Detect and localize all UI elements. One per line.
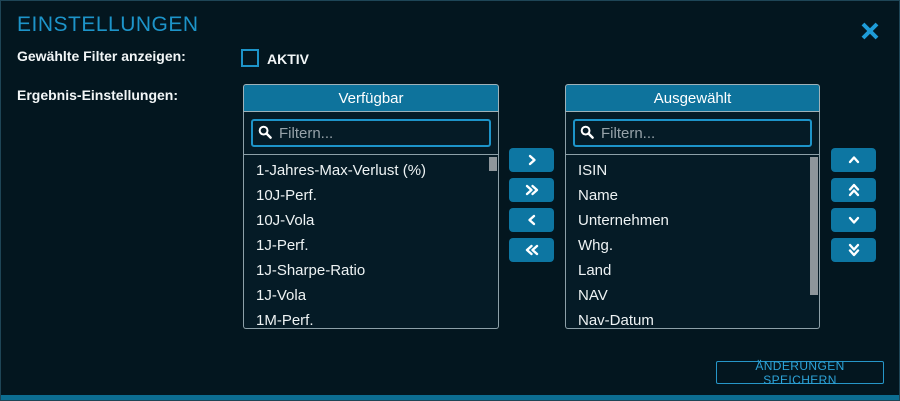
available-scrollbar-thumb[interactable] [489, 157, 497, 171]
available-list-item[interactable]: 10J-Perf. [256, 187, 317, 204]
close-button[interactable] [851, 15, 889, 47]
available-panel-body: 1-Jahres-Max-Verlust (%) 10J-Perf. 10J-Vol… [243, 112, 499, 329]
selected-filter-wrap [573, 119, 812, 147]
selected-filter-input[interactable] [573, 119, 812, 147]
selected-list-item[interactable]: NAV [578, 287, 608, 304]
available-list-item[interactable]: 1J-Sharpe-Ratio [256, 262, 366, 279]
move-right-button[interactable] [509, 148, 554, 172]
transfer-button-column [509, 148, 554, 268]
chevron-right-icon [528, 154, 536, 166]
available-filter-input[interactable] [251, 119, 491, 147]
close-icon [861, 22, 879, 40]
dialog-title: EINSTELLUNGEN [17, 13, 199, 36]
move-to-bottom-button[interactable] [831, 238, 876, 262]
selected-list-item[interactable]: Nav-Datum [578, 312, 654, 328]
chevron-double-left-icon [525, 244, 538, 256]
chevron-double-down-icon [848, 243, 859, 257]
selected-list-item[interactable]: Land [578, 262, 612, 279]
chevron-up-icon [848, 156, 859, 164]
available-list-item[interactable]: 1-Jahres-Max-Verlust (%) [256, 162, 427, 179]
result-settings-label: Ergebnis-Einstellungen: [17, 87, 179, 103]
move-down-button[interactable] [831, 208, 876, 232]
show-filters-label: Gewählte Filter anzeigen: [17, 48, 186, 64]
move-to-top-button[interactable] [831, 178, 876, 202]
available-panel-header: Verfügbar [243, 84, 499, 112]
aktiv-checkbox[interactable] [241, 49, 259, 67]
aktiv-checkbox-label: AKTIV [267, 51, 309, 67]
available-list: 1-Jahres-Max-Verlust (%) 10J-Perf. 10J-Vol… [244, 154, 498, 328]
available-list-item[interactable]: 10J-Vola [256, 212, 315, 229]
available-list-item[interactable]: 1J-Vola [256, 287, 307, 304]
bottom-accent-bar [1, 395, 899, 400]
chevron-down-icon [848, 216, 859, 224]
selected-list-item[interactable]: Whg. [578, 237, 614, 254]
available-list-item[interactable]: 1J-Perf. [256, 237, 309, 254]
chevron-double-right-icon [525, 184, 538, 196]
search-icon [258, 125, 272, 139]
available-filter-wrap [251, 119, 491, 147]
chevron-double-up-icon [848, 183, 859, 197]
save-changes-button[interactable]: ÄNDERUNGEN SPEICHERN [716, 359, 884, 387]
move-all-right-button[interactable] [509, 178, 554, 202]
selected-list-item[interactable]: Name [578, 187, 619, 204]
move-all-left-button[interactable] [509, 238, 554, 262]
available-list-item[interactable]: 1M-Perf. [256, 312, 314, 328]
selected-scrollbar-thumb[interactable] [810, 157, 818, 295]
selected-list-item[interactable]: ISIN [578, 162, 608, 179]
chevron-left-icon [527, 214, 535, 226]
selected-list-item[interactable]: Unternehmen [578, 212, 669, 229]
order-button-column [831, 148, 876, 268]
available-panel: Verfügbar 1-Jahres-Max-Verlust (%) 10J-Pe… [243, 84, 499, 329]
selected-panel-header: Ausgewählt [565, 84, 820, 112]
search-icon [580, 125, 594, 139]
move-up-button[interactable] [831, 148, 876, 172]
move-left-button[interactable] [509, 208, 554, 232]
